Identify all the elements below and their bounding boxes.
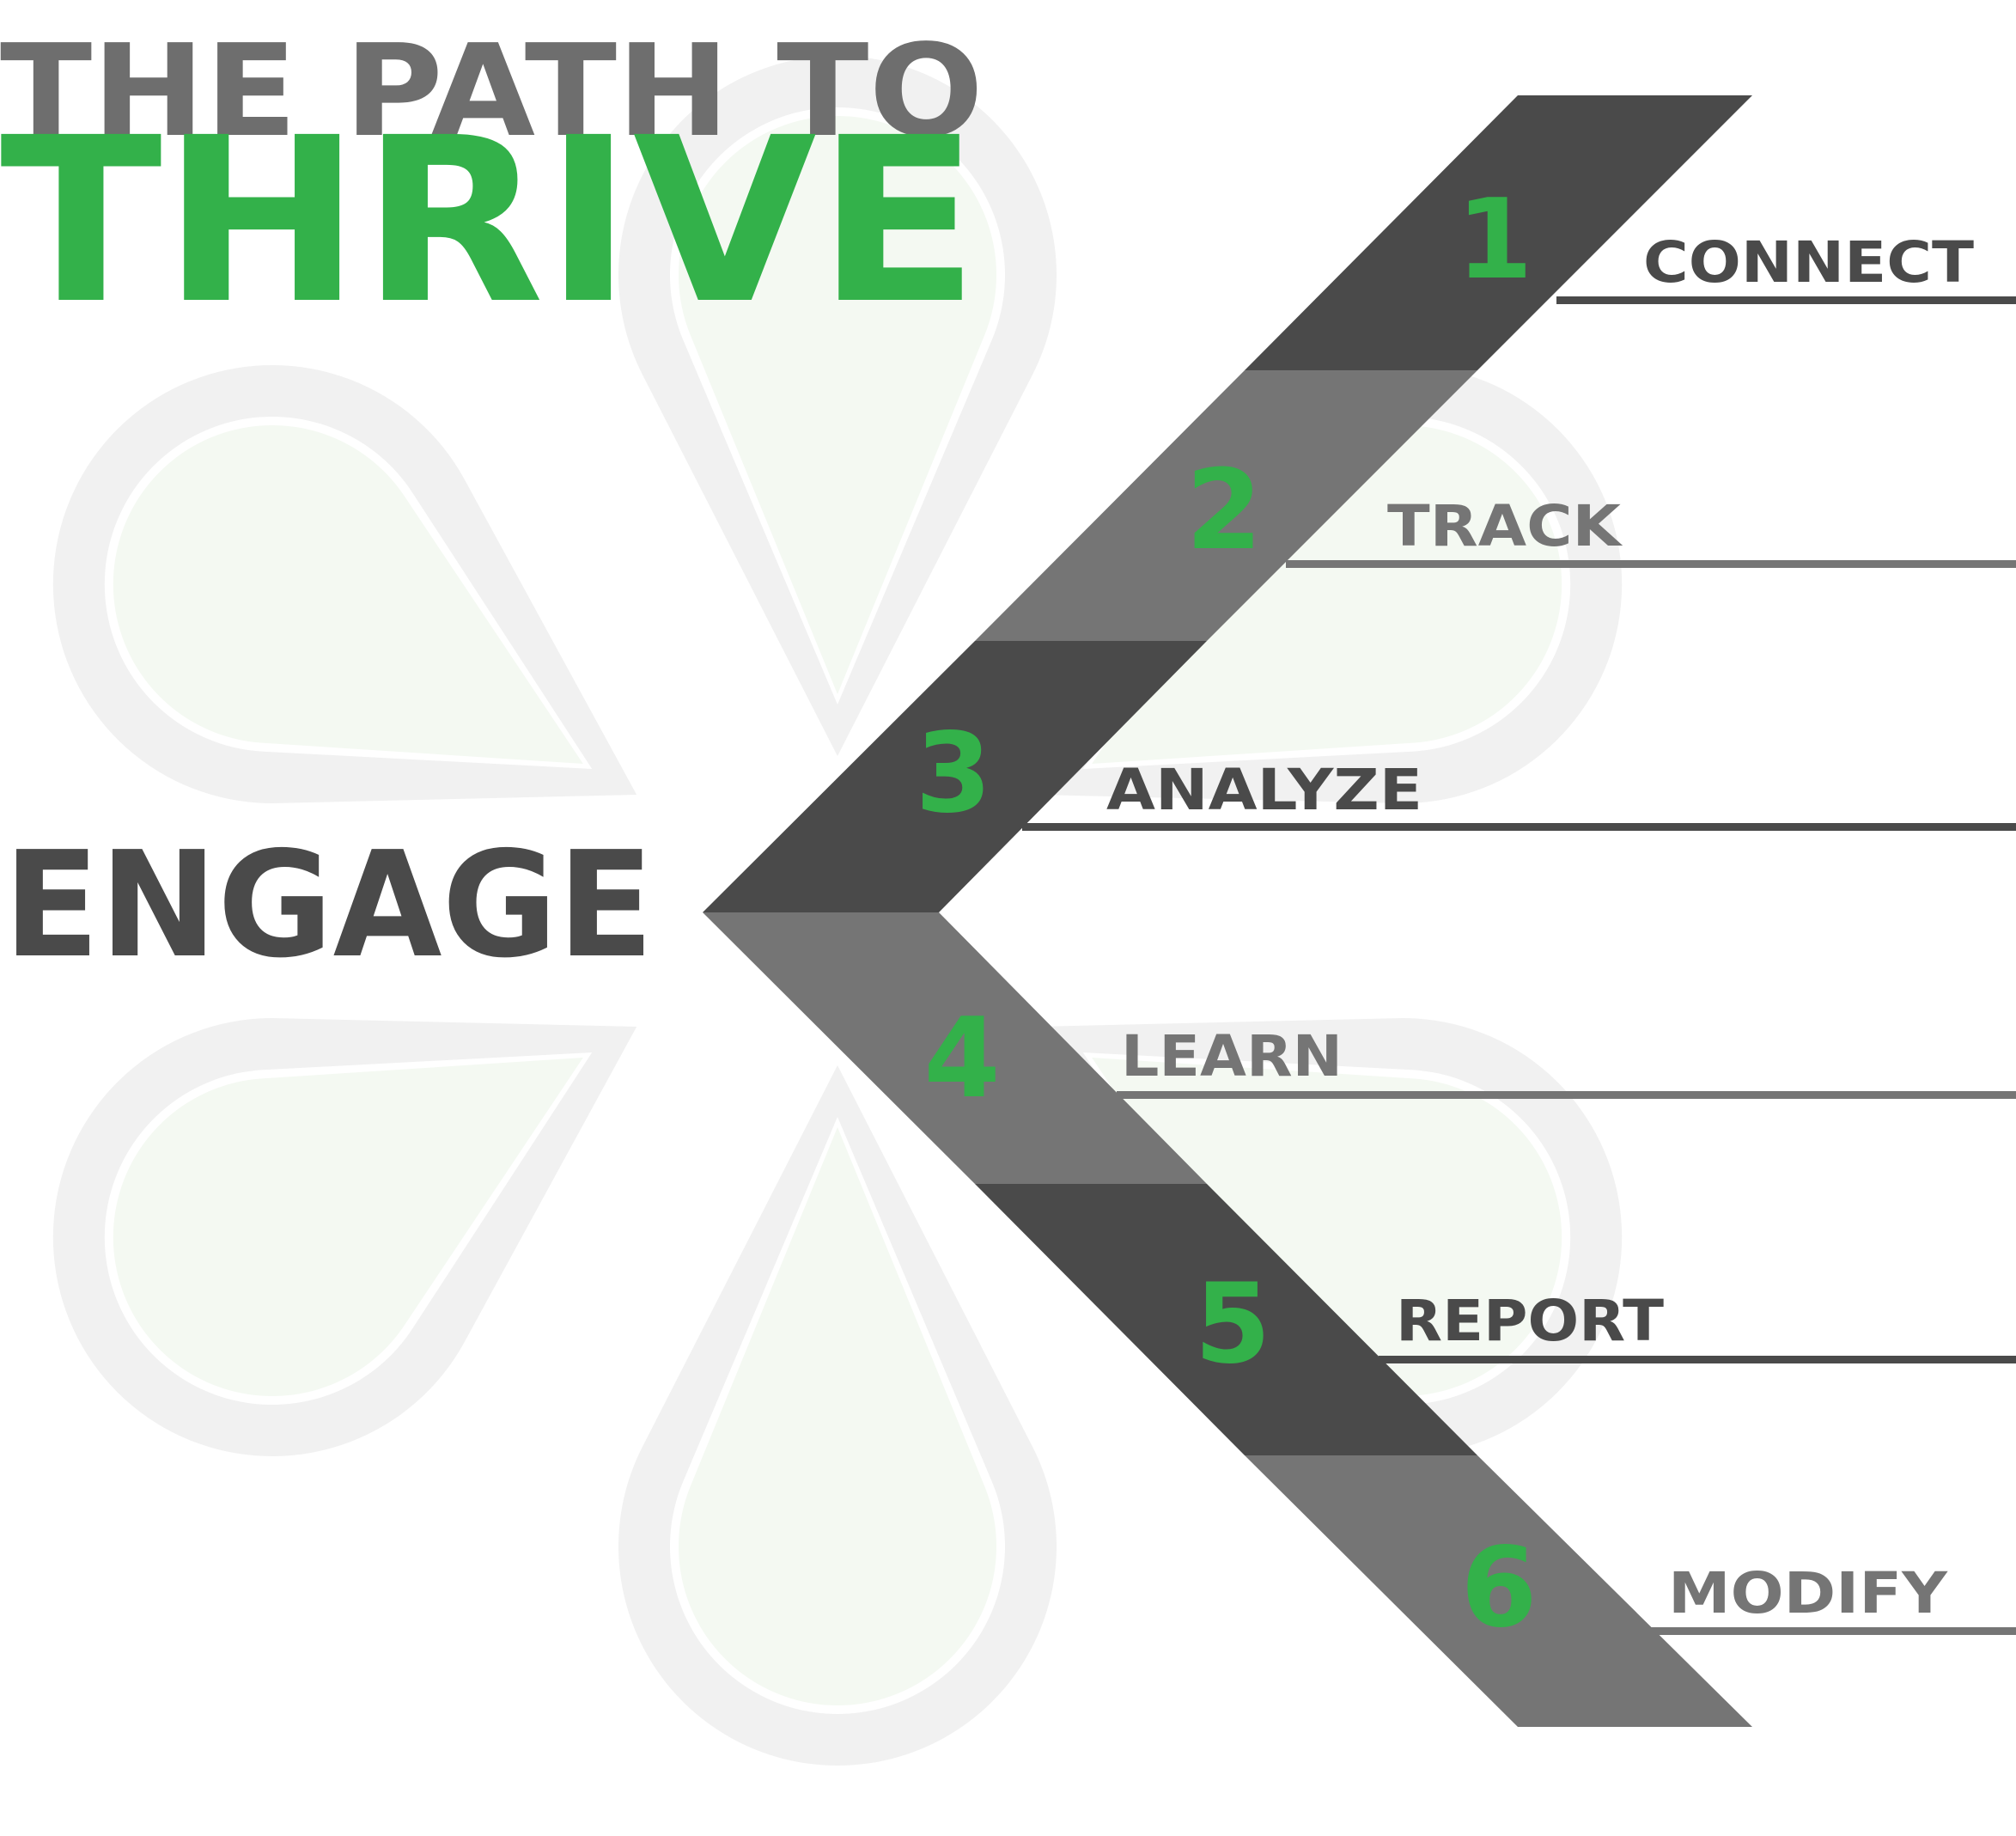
step-label: LEARN	[1121, 1023, 1343, 1089]
engage-label: ENGAGE	[3, 820, 654, 991]
step-label: REPORT	[1396, 1288, 1664, 1354]
step-underline-3	[1022, 823, 2016, 831]
step-2: 2 TRACK	[1185, 447, 1623, 575]
step-1: 1 CONNECT	[1456, 176, 1974, 304]
title-line-1: THE PATH TO	[0, 17, 984, 165]
six-petal-flower-icon	[52, 56, 1623, 1766]
chevron-band-2	[975, 370, 1477, 641]
step-underline-5	[1379, 1356, 2016, 1363]
step-list: 1 CONNECT 2 TRACK 3 ANALYZE 4 LEARN 5 REPORT 6 MODI…	[915, 176, 1974, 1652]
arrow-chevron-icon	[703, 95, 1752, 1727]
chevron-band-4	[703, 912, 1207, 1184]
step-label: ANALYZE	[1106, 757, 1422, 823]
petal-inner	[1092, 1058, 1562, 1396]
step-number: 5	[1194, 1260, 1270, 1388]
petal-inner	[679, 116, 997, 694]
step-underlines	[1022, 296, 2016, 1635]
title-line-2: THRIVE	[0, 89, 979, 354]
step-number: 3	[915, 710, 991, 838]
step-underline-4	[1117, 1091, 2016, 1099]
step-number: 4	[923, 995, 1000, 1123]
chevron-band-3	[703, 641, 1207, 912]
step-underline-1	[1556, 296, 2016, 304]
chevron-band-5	[975, 1184, 1477, 1455]
step-label: CONNECT	[1643, 229, 1974, 296]
step-number: 2	[1185, 447, 1262, 575]
chevron-band-1	[1245, 95, 1752, 370]
petal-inner	[113, 424, 583, 764]
petal-inner	[113, 1058, 583, 1396]
step-number: 6	[1460, 1524, 1537, 1652]
step-underline-2	[1286, 560, 2016, 568]
petal-inner	[1092, 424, 1562, 764]
step-underline-6	[1649, 1627, 2016, 1635]
step-5: 5 REPORT	[1194, 1260, 1664, 1388]
step-label: TRACK	[1387, 493, 1623, 559]
step-4: 4 LEARN	[923, 995, 1343, 1123]
petal-inner	[679, 1127, 996, 1705]
chevron-band-6	[1245, 1455, 1752, 1727]
step-label: MODIFY	[1668, 1560, 1948, 1626]
step-number: 1	[1456, 176, 1532, 304]
step-6: 6 MODIFY	[1460, 1524, 1948, 1652]
step-3: 3 ANALYZE	[915, 710, 1422, 838]
